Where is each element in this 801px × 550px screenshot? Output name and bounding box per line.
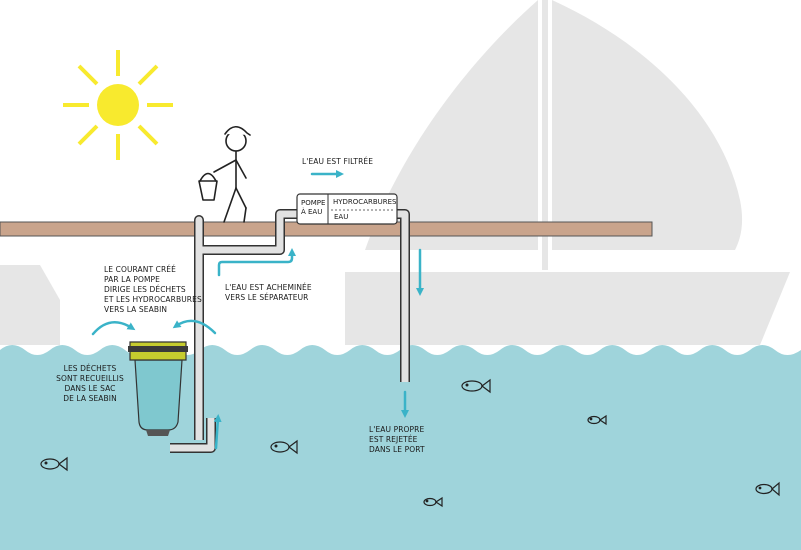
label-current: LE COURANT CRÉÉ PAR LA POMPE DIRIGE LES … (104, 265, 202, 314)
label-routed: L'EAU EST ACHEMINÉE VERS LE SÉPARATEUR (225, 283, 312, 302)
outflow-pipe (395, 209, 410, 382)
person-icon (198, 125, 251, 223)
label-filtered: L'EAU EST FILTRÉE (302, 157, 374, 166)
hydrocarbons-label: HYDROCARBURES (333, 198, 397, 206)
label-clean: L'EAU PROPRE EST REJETÉE DANS LE PORT (369, 425, 425, 454)
arrow-icon (91, 170, 424, 450)
pump-label: POMPE À EAU (301, 199, 326, 216)
label-waste: LES DÉCHETS SONT RECUEILLIS DANS LE SAC … (56, 364, 124, 403)
fish-icon (40, 378, 780, 508)
water-label: EAU (334, 213, 349, 221)
sun-icon (63, 50, 173, 160)
sailboat-icon (0, 0, 790, 345)
intake-pipe (170, 209, 298, 453)
seabin (128, 341, 188, 436)
separator-box (296, 193, 398, 225)
